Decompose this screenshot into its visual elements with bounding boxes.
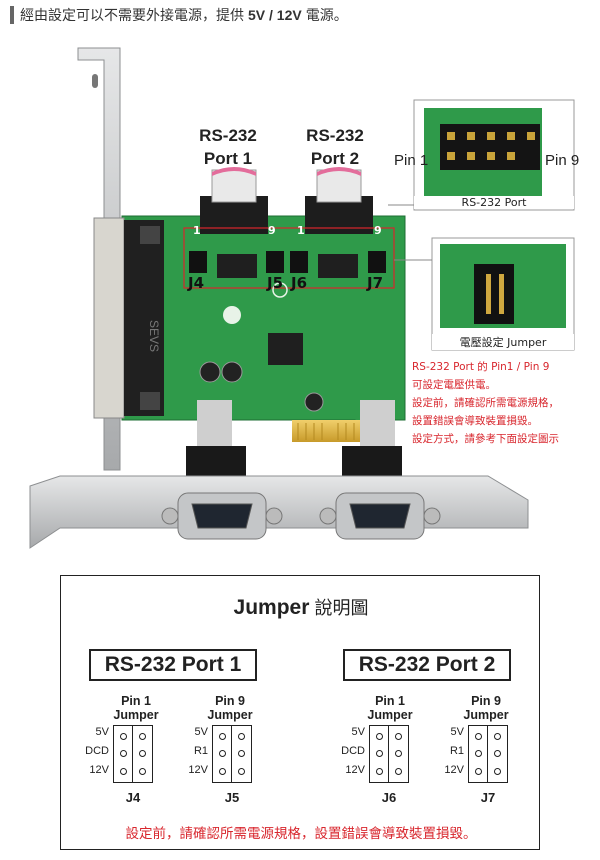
port1-photo-label: RS-232 Port 1 <box>188 124 268 170</box>
jumper-diagram: Jumper 說明圖 RS-232 Port 1 RS-232 Port 2 P… <box>60 575 540 850</box>
j5-head-pin: Pin 9 <box>215 694 245 708</box>
photo-note-line: RS-232 Port 的 Pin1 / Pin 9 <box>412 361 550 373</box>
j5-row-5v: 5V <box>194 726 208 738</box>
j4-row-dcd: DCD <box>85 745 109 757</box>
j6-head-jumper: Jumper <box>367 708 413 722</box>
photo-notes: RS-232 Port 的 Pin1 / Pin 9 可設定電壓供電。 設定前，… <box>412 358 600 448</box>
j5-row-r1: R1 <box>193 745 208 757</box>
j7-row-5v: 5V <box>450 726 464 738</box>
db9-port-1 <box>161 492 283 540</box>
db9-port-2 <box>319 492 441 540</box>
j7-pin-col-b <box>488 725 508 783</box>
inset-pin-caption: RS-232 Port <box>414 196 574 209</box>
j4-rows: 5V DCD 12V <box>73 726 109 783</box>
note-bar <box>10 6 14 24</box>
pin-left-marker-2: 1 <box>297 224 305 237</box>
j6-head: Pin 1 Jumper <box>355 694 425 722</box>
top-note-suffix: 電源。 <box>305 8 348 24</box>
j6-pins <box>369 725 409 783</box>
header-j7: J7 <box>367 274 384 292</box>
j6-pin-col-b <box>389 725 409 783</box>
j6-rows: 5V DCD 12V <box>329 726 365 783</box>
j6-name: J6 <box>381 790 397 805</box>
svg-text:SEVS: SEVS <box>147 320 161 352</box>
jumper-title-en: Jumper <box>233 596 310 619</box>
port1-photo-label-line2: Port 1 <box>203 149 253 168</box>
j6-row-dcd: DCD <box>341 745 365 757</box>
j5-rows: 5V R1 12V <box>176 726 208 783</box>
j6-row-12v: 12V <box>345 764 365 776</box>
j7-rows: 5V R1 12V <box>432 726 464 783</box>
port1-photo-label-line1: RS-232 <box>199 126 257 145</box>
jumper-diagram-title: Jumper 說明圖 <box>61 594 541 620</box>
j5-row-12v: 12V <box>188 764 208 776</box>
header-j4: J4 <box>188 274 205 292</box>
j4-pins <box>113 725 153 783</box>
top-note-prefix: 經由設定可以不需要外接電源，提供 <box>20 8 244 24</box>
j4-pin-col-b <box>133 725 153 783</box>
j5-head-jumper: Jumper <box>207 708 253 722</box>
inset-pin9-label: Pin 9 <box>545 152 580 169</box>
jumper-warning: 設定前，請確認所需電源規格，設置錯誤會導致裝置損毀。 <box>125 826 477 842</box>
j5-pins <box>212 725 252 783</box>
gold-fingers <box>292 420 364 442</box>
j4-row-5v: 5V <box>95 726 109 738</box>
photo-note-line: 設定前，請確認所需電源規格， <box>412 397 559 409</box>
j4-pin-col-a <box>113 725 133 783</box>
product-photo: SEVS <box>29 47 575 549</box>
j7-head-jumper: Jumper <box>463 708 509 722</box>
pin-right-marker-2: 9 <box>374 224 382 237</box>
inset-pin1-label: Pin 1 <box>394 152 429 169</box>
j6-pin-col-a <box>369 725 389 783</box>
jumper-title-zh: 說明圖 <box>314 598 369 619</box>
port2-photo-label-line2: Port 2 <box>310 149 360 168</box>
port2-title: RS-232 Port 2 <box>343 649 511 681</box>
port2-photo-label: RS-232 Port 2 <box>295 124 375 170</box>
j7-name: J7 <box>480 790 496 805</box>
j5-head: Pin 9 Jumper <box>195 694 265 722</box>
top-note: 經由設定可以不需要外接電源，提供 5V / 12V 電源。 <box>10 4 348 26</box>
pin-right-marker-1: 9 <box>268 224 276 237</box>
j4-row-12v: 12V <box>89 764 109 776</box>
header-j5: J5 <box>267 274 284 292</box>
j7-head: Pin 9 Jumper <box>451 694 521 722</box>
j5-pin-col-a <box>212 725 232 783</box>
j4-name: J4 <box>125 790 141 805</box>
j5-pin-col-b <box>232 725 252 783</box>
j7-head-pin: Pin 9 <box>471 694 501 708</box>
port2-photo-label-line1: RS-232 <box>306 126 364 145</box>
j7-pins <box>468 725 508 783</box>
j4-head-pin: Pin 1 <box>121 694 151 708</box>
j5-name: J5 <box>224 790 240 805</box>
pin-left-marker-1: 1 <box>193 224 201 237</box>
j6-row-5v: 5V <box>351 726 365 738</box>
j4-head-jumper: Jumper <box>113 708 159 722</box>
inset-jumper-caption: 電壓設定 Jumper <box>432 334 574 350</box>
photo-note-line: 設定方式，請參考下面設定圖示 <box>412 433 559 445</box>
parallel-connector <box>93 217 125 419</box>
top-note-voltage: 5V / 12V <box>248 7 302 23</box>
j7-pin-col-a <box>468 725 488 783</box>
j4-head: Pin 1 Jumper <box>101 694 171 722</box>
port1-title: RS-232 Port 1 <box>89 649 257 681</box>
j7-row-12v: 12V <box>444 764 464 776</box>
photo-note-line: 可設定電壓供電。 <box>412 379 496 391</box>
header-j6: J6 <box>291 274 308 292</box>
j7-row-r1: R1 <box>449 745 464 757</box>
photo-note-line: 設置錯誤會導致裝置損毀。 <box>412 415 538 427</box>
j6-head-pin: Pin 1 <box>375 694 405 708</box>
